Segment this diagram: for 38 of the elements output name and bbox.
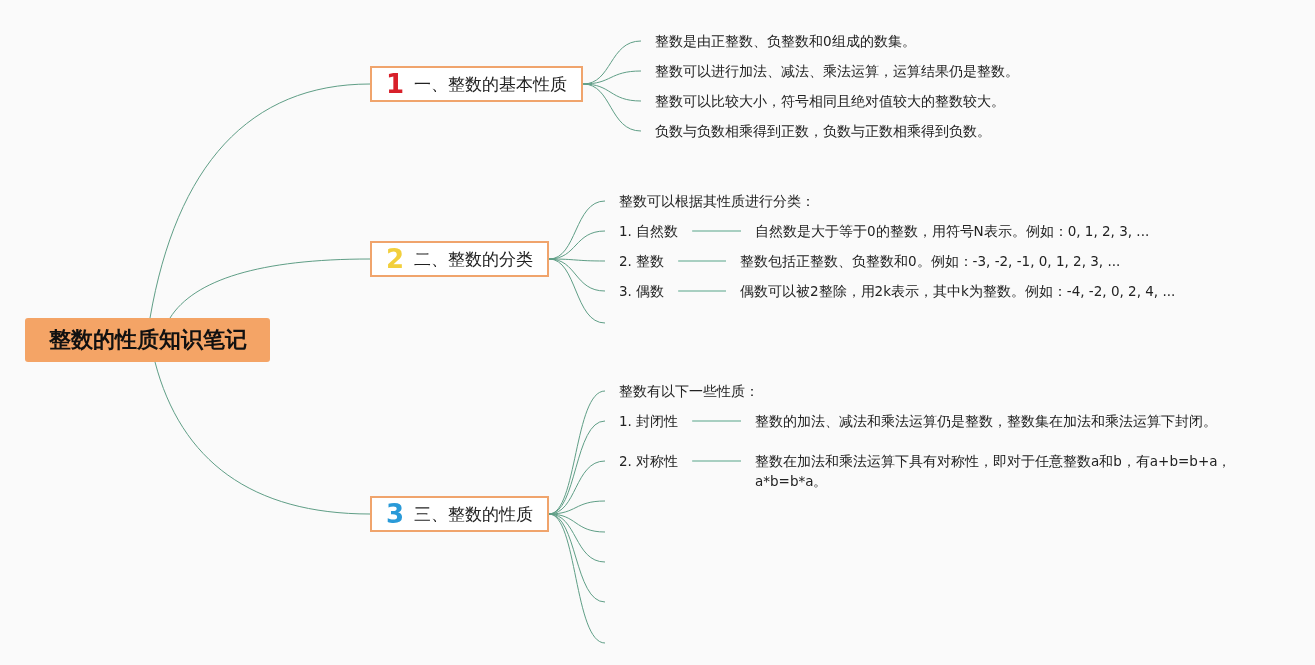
leaf-text: 整数可以根据其性质进行分类： [619,191,815,211]
connector-line [149,83,371,319]
connector-line [582,83,642,102]
leaf-text: 负数与负数相乘得到正数，负数与正数相乘得到负数。 [655,121,991,141]
connector-line [548,258,606,324]
topic-box [370,241,550,277]
topic-title: 二、整数的分类 [414,247,534,271]
branch-number: 2 [386,244,405,274]
leaf-text: 整数可以比较大小，符号相同且绝对值较大的整数较大。 [655,91,1005,111]
leaf-text: 3. 偶数 [619,281,665,301]
leaf-text: 整数是由正整数、负整数和0组成的数集。 [655,31,916,51]
leaf-text: 整数有以下一些性质： [619,381,759,401]
connector-line [582,83,642,132]
leaf-text: 1. 封闭性 [619,411,679,431]
connector-line [677,260,727,262]
leaf-text: 偶数可以被2整除，用2k表示，其中k为整数。例如：-4, -2, 0, 2, 4, ... [740,281,1176,301]
leaf-text: 整数在加法和乘法运算下具有对称性，即对于任意整数a和b，有a+b=b+a，a*b=b*a。 [755,451,1240,491]
topic-box [370,66,584,102]
leaf-text: 整数的加法、减法和乘法运算仍是整数，整数集在加法和乘法运算下封闭。 [755,411,1217,431]
leaf-text: 自然数是大于等于0的整数，用符号N表示。例如：0, 1, 2, 3, ... [755,221,1150,241]
connector-line [154,361,371,515]
topic-box [370,496,550,532]
connector-line [677,290,727,292]
root-box: 整数的性质知识笔记 [25,318,270,362]
branch-number: 1 [386,69,405,99]
connector-line [691,460,742,462]
topic-title: 三、整数的性质 [414,502,534,526]
leaf-text: 2. 整数 [619,251,665,271]
branch-number: 3 [386,499,405,529]
leaf-text: 2. 对称性 [619,451,679,471]
topic-title: 一、整数的基本性质 [414,72,568,96]
connector-line [548,258,606,262]
leaf-text: 整数可以进行加法、减法、乘法运算，运算结果仍是整数。 [655,61,1019,81]
leaf-text: 1. 自然数 [619,221,679,241]
connector-line [691,230,742,232]
connector-line [169,258,371,319]
connector-line [691,420,742,422]
leaf-text: 整数包括正整数、负整数和0。例如：-3, -2, -1, 0, 1, 2, 3, ... [740,251,1121,271]
